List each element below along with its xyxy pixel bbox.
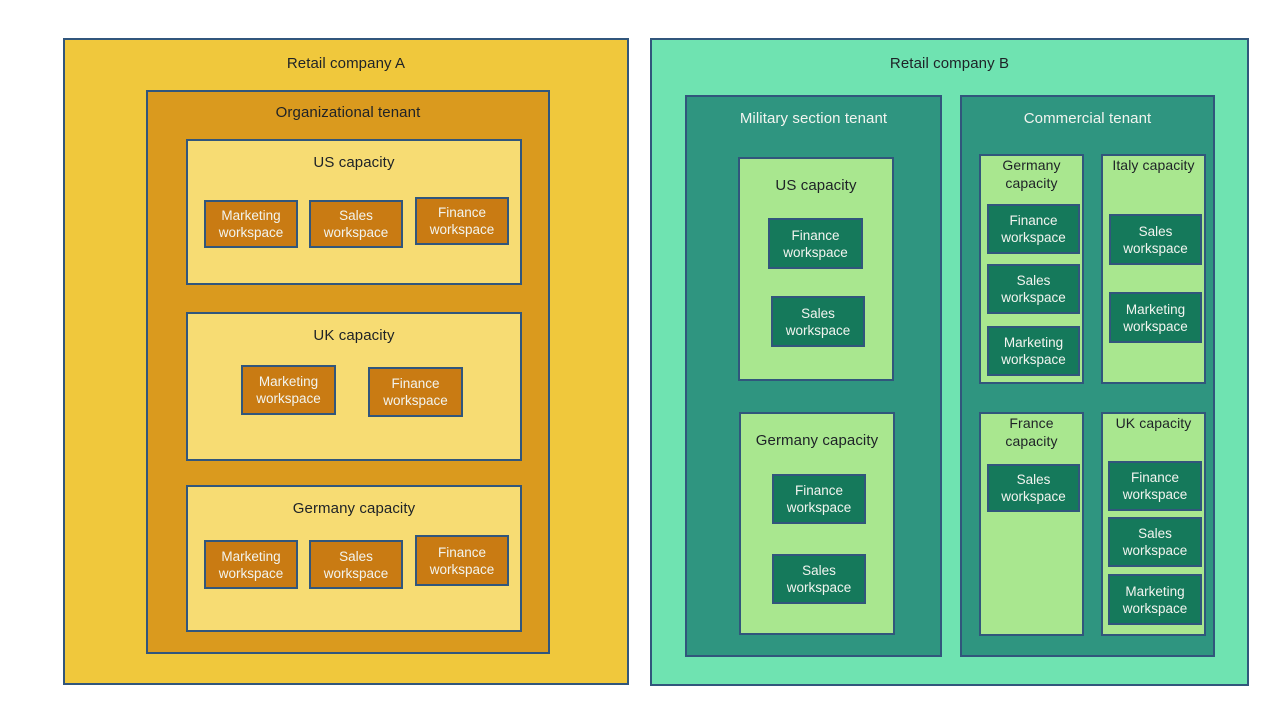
workspace-box: Sales workspace xyxy=(309,540,403,589)
workspace-box: Finance workspace xyxy=(368,367,463,417)
company-a-title: Retail company A xyxy=(286,55,406,72)
workspace-label: Marketing workspace xyxy=(1123,301,1188,334)
workspace-box: Sales workspace xyxy=(309,200,403,248)
tenant-organizational-box: Organizational tenant US capacity Market… xyxy=(146,90,550,654)
capacity-com-italy-title: Italy capacity xyxy=(1112,157,1195,173)
workspace-box: Marketing workspace xyxy=(204,200,298,248)
workspace-label: Finance workspace xyxy=(786,483,852,515)
workspace-label: Marketing workspace xyxy=(218,548,284,581)
capacity-com-france-box: France capacity Sales workspace xyxy=(979,412,1084,636)
capacity-a-us-box: US capacity Marketing workspace Sales wo… xyxy=(186,139,522,285)
capacity-a-germany-title: Germany capacity xyxy=(292,500,416,517)
capacity-mil-us-box: US capacity Finance workspace Sales work… xyxy=(738,157,894,381)
capacity-com-uk-box: UK capacity Finance workspace Sales work… xyxy=(1101,412,1206,636)
workspace-box: Sales workspace xyxy=(1108,517,1202,567)
capacity-a-us-title: US capacity xyxy=(313,154,395,171)
workspace-label: Finance workspace xyxy=(1122,470,1188,502)
workspace-label: Sales workspace xyxy=(786,563,852,595)
workspace-box: Sales workspace xyxy=(771,296,865,347)
workspace-label: Sales workspace xyxy=(323,548,389,581)
capacity-com-germany-box: Germany capacity Finance workspace Sales… xyxy=(979,154,1084,384)
workspace-label: Sales workspace xyxy=(1122,526,1188,558)
workspace-box: Marketing workspace xyxy=(204,540,298,589)
workspace-label: Sales workspace xyxy=(1001,273,1066,305)
workspace-box: Finance workspace xyxy=(987,204,1080,254)
capacity-com-france-title: France capacity xyxy=(1005,415,1058,449)
tenant-commercial-title: Commercial tenant xyxy=(1023,110,1152,127)
workspace-label: Sales workspace xyxy=(1123,223,1188,256)
workspace-box: Finance workspace xyxy=(415,197,509,245)
company-b-box: Retail company B Military section tenant… xyxy=(650,38,1249,686)
capacity-com-uk-title: UK capacity xyxy=(1115,415,1192,431)
workspace-label: Finance workspace xyxy=(783,227,848,260)
workspace-label: Finance workspace xyxy=(429,205,495,237)
workspace-box: Marketing workspace xyxy=(1109,292,1202,343)
workspace-label: Finance workspace xyxy=(1001,213,1066,245)
capacity-a-uk-title: UK capacity xyxy=(313,327,395,344)
workspace-box: Sales workspace xyxy=(987,264,1080,314)
capacity-mil-us-title: US capacity xyxy=(775,177,857,194)
capacity-mil-germany-title: Germany capacity xyxy=(755,432,879,449)
tenant-military-box: Military section tenant US capacity Fina… xyxy=(685,95,942,657)
workspace-label: Sales workspace xyxy=(1001,472,1066,504)
workspace-label: Marketing workspace xyxy=(1001,335,1066,367)
workspace-box: Marketing workspace xyxy=(241,365,336,415)
workspace-box: Sales workspace xyxy=(987,464,1080,512)
workspace-box: Marketing workspace xyxy=(987,326,1080,376)
workspace-box: Finance workspace xyxy=(768,218,863,269)
capacity-com-italy-box: Italy capacity Sales workspace Marketing… xyxy=(1101,154,1206,384)
workspace-box: Finance workspace xyxy=(772,474,866,524)
capacity-a-germany-box: Germany capacity Marketing workspace Sal… xyxy=(186,485,522,632)
workspace-label: Sales workspace xyxy=(785,305,851,338)
tenant-military-title: Military section tenant xyxy=(739,110,888,127)
workspace-box: Sales workspace xyxy=(772,554,866,604)
workspace-label: Finance workspace xyxy=(429,544,495,577)
tenant-commercial-box: Commercial tenant Germany capacity Finan… xyxy=(960,95,1215,657)
workspace-label: Finance workspace xyxy=(383,376,448,408)
workspace-box: Finance workspace xyxy=(415,535,509,586)
workspace-box: Sales workspace xyxy=(1109,214,1202,265)
tenant-organizational-title: Organizational tenant xyxy=(275,104,421,121)
company-a-box: Retail company A Organizational tenant U… xyxy=(63,38,629,685)
workspace-label: Marketing workspace xyxy=(256,374,321,406)
capacity-com-germany-title: Germany capacity xyxy=(1002,157,1061,191)
workspace-box: Marketing workspace xyxy=(1108,574,1202,625)
capacity-mil-germany-box: Germany capacity Finance workspace Sales… xyxy=(739,412,895,635)
workspace-label: Marketing workspace xyxy=(218,208,284,240)
company-b-title: Retail company B xyxy=(889,55,1010,72)
workspace-label: Marketing workspace xyxy=(1122,583,1188,616)
workspace-label: Sales workspace xyxy=(323,208,389,240)
workspace-box: Finance workspace xyxy=(1108,461,1202,511)
capacity-a-uk-box: UK capacity Marketing workspace Finance … xyxy=(186,312,522,461)
